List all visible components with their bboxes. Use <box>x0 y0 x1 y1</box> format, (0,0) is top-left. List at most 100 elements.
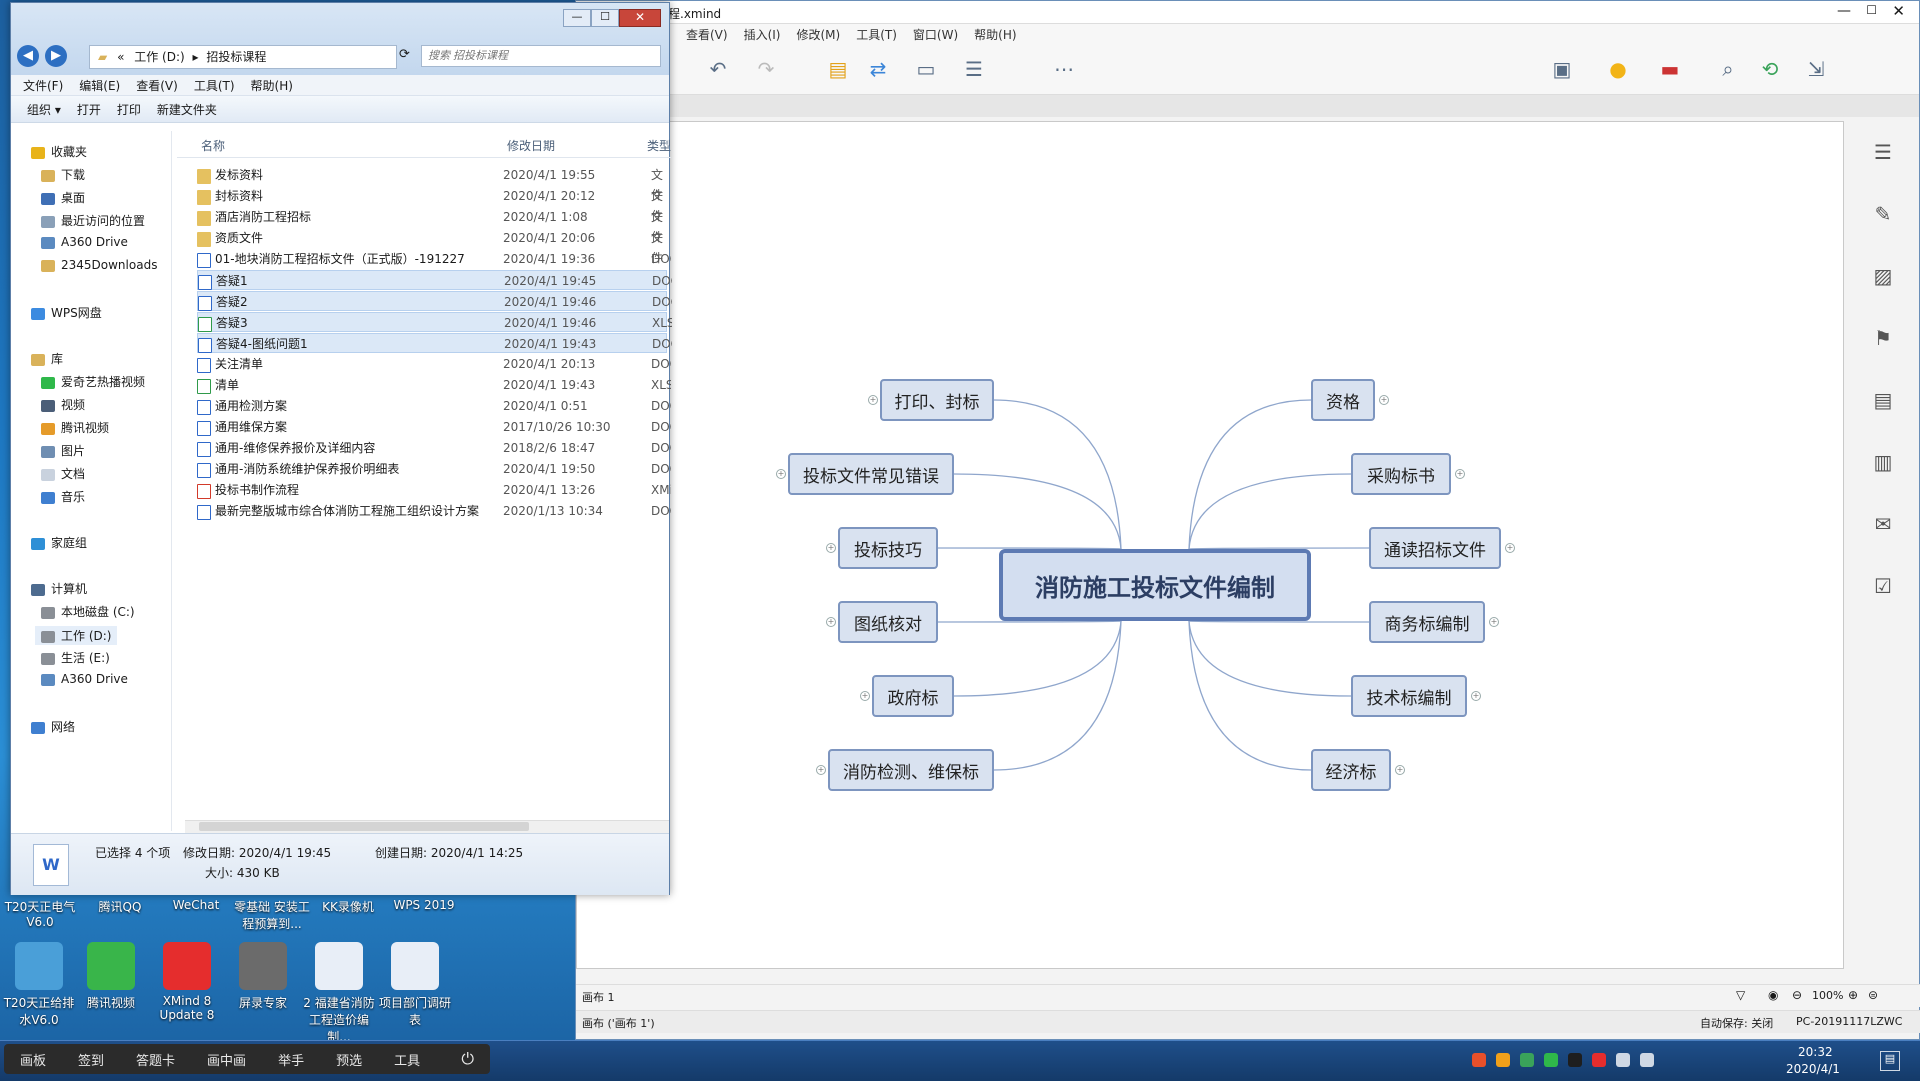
minimize-icon[interactable]: — <box>563 9 591 27</box>
comment-icon[interactable]: ✉ <box>1874 512 1892 536</box>
zoom-out-icon[interactable]: ⊖ <box>1792 988 1803 1002</box>
desktop-icon[interactable]: 项目部门调研表 <box>378 942 452 1028</box>
subtopic-node[interactable]: 技术标编制 <box>1351 675 1467 717</box>
nav-item[interactable]: 生活 (E:) <box>41 649 110 666</box>
subtopic-node[interactable]: 资格 <box>1311 379 1375 421</box>
expand-icon[interactable]: + <box>1471 691 1481 701</box>
refresh-icon[interactable]: ⟳ <box>399 47 410 62</box>
expand-icon[interactable]: + <box>1505 543 1515 553</box>
expand-icon[interactable]: + <box>826 543 836 553</box>
network-icon[interactable] <box>1640 1053 1654 1067</box>
classroom-tool-item[interactable]: 画板 <box>20 1053 47 1069</box>
clock-date[interactable]: 2020/4/1 <box>1786 1062 1840 1076</box>
filter-icon[interactable]: ▽ <box>1736 988 1746 1002</box>
nav-item[interactable]: 桌面 <box>41 189 85 206</box>
menu-item[interactable]: 工具(T) <box>193 78 235 93</box>
share-icon[interactable]: ⟲ <box>1761 57 1779 81</box>
nav-item[interactable]: 收藏夹 <box>31 143 87 160</box>
nav-item[interactable]: 腾讯视频 <box>41 419 109 436</box>
expand-icon[interactable]: + <box>1455 469 1465 479</box>
menu-item[interactable]: 编辑(E) <box>79 78 121 93</box>
central-topic[interactable]: 消防施工投标文件编制 <box>999 549 1311 621</box>
task-icon[interactable]: ☑ <box>1874 574 1892 598</box>
classroom-tool-item[interactable]: 签到 <box>78 1053 105 1069</box>
desktop-icon[interactable]: 2 福建省消防工程造价编制... <box>302 942 376 1045</box>
expand-icon[interactable]: + <box>860 691 870 701</box>
subtopic-node[interactable]: 打印、封标 <box>880 379 994 421</box>
nav-item[interactable]: 最近访问的位置 <box>41 212 145 229</box>
nav-item[interactable]: 下载 <box>41 166 85 183</box>
close-icon[interactable]: ✕ <box>1892 2 1905 20</box>
nav-item[interactable]: A360 Drive <box>41 235 128 249</box>
power-icon[interactable]: ⏻ <box>461 1049 474 1068</box>
nav-item[interactable]: 2345Downloads <box>41 258 157 272</box>
breadcrumb-folder[interactable]: 招投标课程 <box>206 50 267 64</box>
expand-icon[interactable]: + <box>868 395 878 405</box>
classroom-tool-item[interactable]: 预选 <box>336 1053 363 1069</box>
expand-icon[interactable]: + <box>776 469 786 479</box>
nav-item[interactable]: 文档 <box>41 465 85 482</box>
nav-item[interactable]: A360 Drive <box>41 672 128 686</box>
nav-item[interactable]: 库 <box>31 350 63 367</box>
notification-icon[interactable]: ▤ <box>1880 1051 1900 1071</box>
horizontal-scrollbar[interactable] <box>185 820 669 833</box>
zoom-in-icon[interactable]: ⊕ <box>1848 988 1859 1002</box>
subtopic-node[interactable]: 经济标 <box>1311 749 1391 791</box>
menu-item[interactable]: 查看(V) <box>136 78 178 93</box>
nav-item[interactable]: 计算机 <box>31 580 87 597</box>
security-shield-icon[interactable] <box>1520 1053 1534 1067</box>
sheet-tab[interactable]: 画布 1 <box>582 991 615 1004</box>
address-bar[interactable]: ▰ « 工作 (D:) ▸ 招投标课程 <box>89 45 397 69</box>
subtopic-node[interactable]: 通读招标文件 <box>1369 527 1501 569</box>
undo-icon[interactable]: ↶ <box>709 57 727 81</box>
expand-icon[interactable]: + <box>826 617 836 627</box>
boundary-icon[interactable]: ▭ <box>916 57 936 81</box>
menu-item[interactable]: 帮助(H) <box>974 27 1017 42</box>
classroom-tool-item[interactable]: 画中画 <box>207 1053 247 1069</box>
maximize-icon[interactable]: ☐ <box>591 9 619 27</box>
menu-item[interactable]: 文件(F) <box>23 78 64 93</box>
command-button[interactable]: 打印 <box>116 102 141 117</box>
image-icon[interactable]: ▨ <box>1873 264 1893 288</box>
menu-item[interactable]: 修改(M) <box>796 27 841 42</box>
topic-icon[interactable]: ▤ <box>828 57 848 81</box>
eye-icon[interactable]: ◉ <box>1768 988 1779 1002</box>
command-button[interactable]: 组织 ▾ <box>27 102 61 117</box>
breadcrumb-drive[interactable]: 工作 (D:) <box>134 50 185 64</box>
desktop-icon[interactable]: 腾讯视频 <box>74 942 148 1011</box>
expand-icon[interactable]: + <box>1379 395 1389 405</box>
redo-icon[interactable]: ↷ <box>757 57 775 81</box>
nav-item[interactable]: 工作 (D:) <box>35 626 118 645</box>
nav-item[interactable]: 爱奇艺热播视频 <box>41 373 145 390</box>
lightbulb-icon[interactable]: ● <box>1609 57 1627 81</box>
maximize-icon[interactable]: ☐ <box>1866 3 1877 17</box>
nav-item[interactable]: 音乐 <box>41 488 85 505</box>
more-icon[interactable]: ⋯ <box>1054 57 1074 81</box>
desktop-icon[interactable]: T20天正给排水V6.0 <box>2 942 76 1028</box>
close-icon[interactable]: ✕ <box>619 9 661 27</box>
desktop-icon[interactable]: XMind 8 Update 8 <box>150 942 224 1022</box>
menu-item[interactable]: 工具(T) <box>856 27 897 42</box>
tray-app-icon[interactable] <box>1496 1053 1510 1067</box>
subtopic-node[interactable]: 商务标编制 <box>1369 601 1485 643</box>
classroom-tool-item[interactable]: 答题卡 <box>136 1053 176 1069</box>
command-button[interactable]: 打开 <box>76 102 101 117</box>
subtopic-node[interactable]: 投标技巧 <box>838 527 938 569</box>
outline-icon[interactable]: ☰ <box>1874 140 1892 164</box>
column-name[interactable]: 名称 <box>201 139 226 153</box>
nav-item[interactable]: 家庭组 <box>31 534 87 551</box>
export-icon[interactable]: ⇲ <box>1807 57 1825 81</box>
clock-time[interactable]: 20:32 <box>1798 1045 1833 1059</box>
